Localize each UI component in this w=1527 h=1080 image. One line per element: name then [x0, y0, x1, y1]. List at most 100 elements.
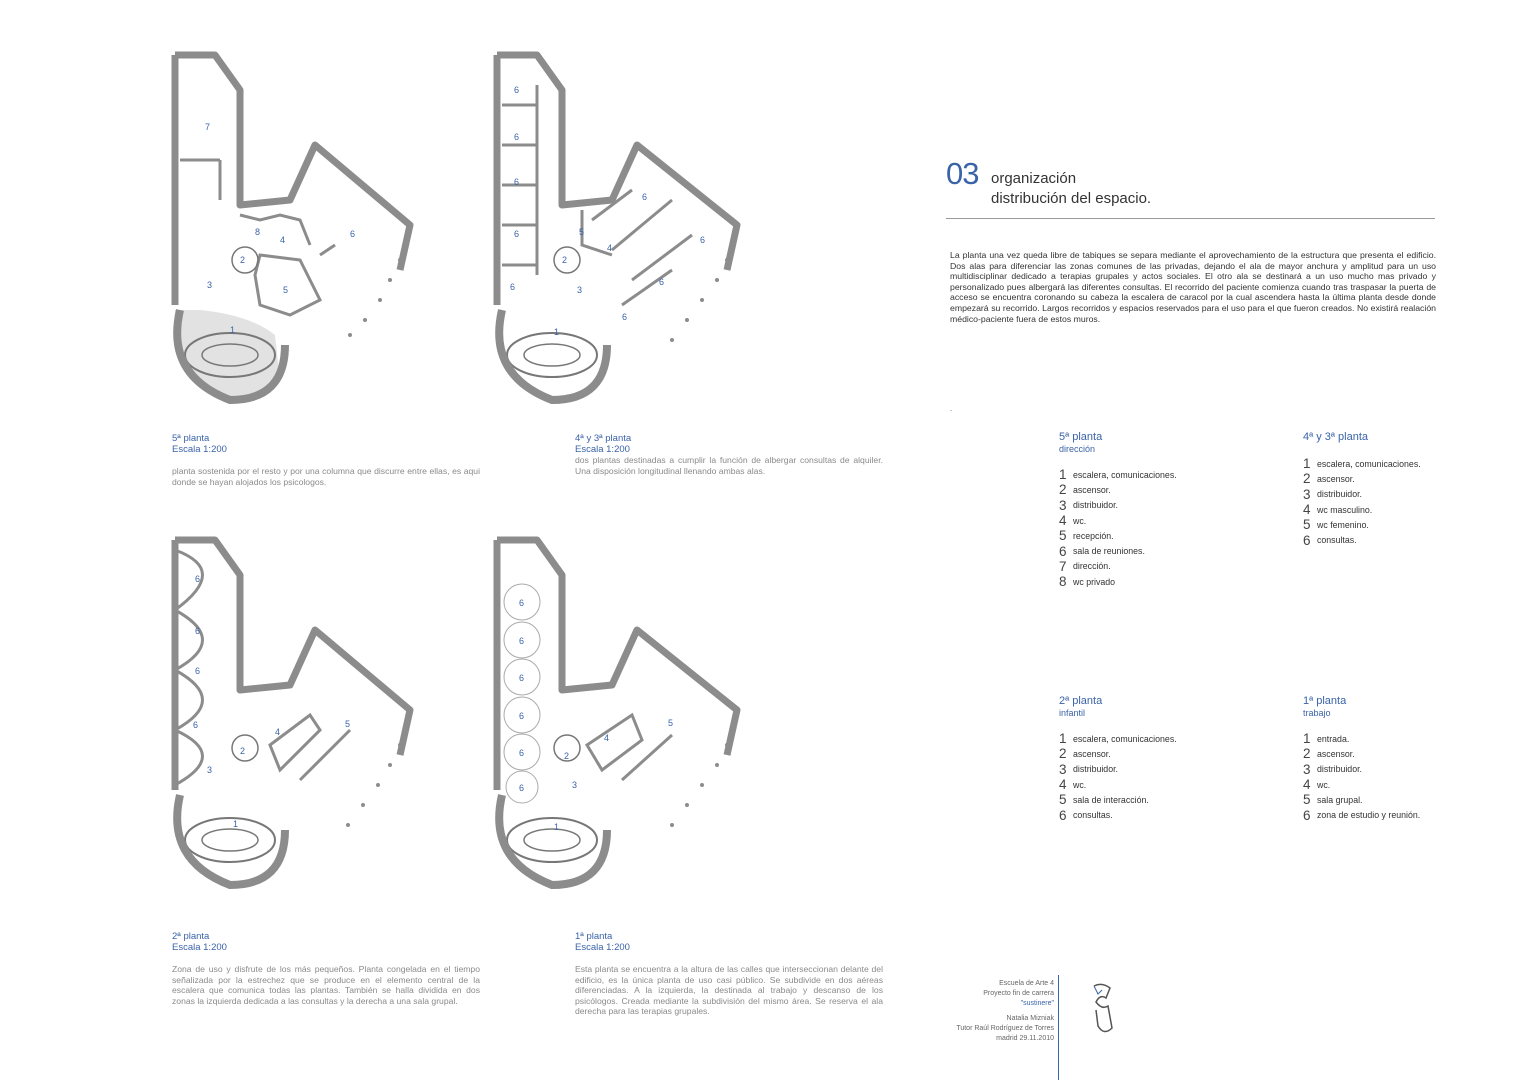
- svg-text:2: 2: [240, 255, 245, 265]
- svg-text:8: 8: [255, 227, 260, 237]
- plan-scale: Escala 1:200: [172, 942, 227, 953]
- credits-divider: [1058, 975, 1059, 1080]
- svg-text:6: 6: [700, 235, 705, 245]
- svg-text:1: 1: [230, 325, 235, 335]
- svg-text:2: 2: [564, 751, 569, 761]
- plan-title: 4ª y 3ª planta: [575, 433, 632, 444]
- legend-subtitle: dirección: [1059, 444, 1096, 454]
- plan-title: 1ª planta: [575, 931, 613, 942]
- floor-plan-1: 6 6 6 6 6 6 2 4 5 3 1: [493, 536, 741, 890]
- credits-school: Escuela de Arte 4: [999, 980, 1054, 987]
- legend-title: 2ª planta: [1059, 695, 1103, 707]
- plan-scale: Escala 1:200: [575, 444, 630, 455]
- svg-text:6: 6: [195, 626, 200, 636]
- svg-text:1: 1: [554, 822, 559, 832]
- plan-caption-4-3: 4ª y 3ª planta Escala 1:200: [575, 433, 631, 455]
- svg-text:4: 4: [275, 727, 280, 737]
- plan-description: planta sostenida por el resto y por una …: [172, 466, 480, 487]
- plan-caption-2: 2ª planta Escala 1:200: [172, 931, 227, 953]
- intro-paragraph: La planta una vez queda libre de tabique…: [950, 250, 1436, 324]
- floor-plan-2: 6 6 6 6 2 4 5 3 1: [171, 536, 414, 890]
- svg-text:3: 3: [572, 780, 577, 790]
- svg-text:6: 6: [195, 666, 200, 676]
- svg-text:6: 6: [622, 312, 627, 322]
- svg-text:6: 6: [510, 282, 515, 292]
- svg-text:6: 6: [659, 277, 664, 287]
- svg-text:3: 3: [577, 285, 582, 295]
- section-subtitle: distribución del espacio.: [991, 190, 1152, 207]
- svg-text:5: 5: [579, 227, 584, 237]
- plan-caption-1: 1ª planta Escala 1:200: [575, 931, 630, 953]
- svg-text:6: 6: [642, 192, 647, 202]
- svg-text:5: 5: [345, 719, 350, 729]
- legend-title: 4ª y 3ª planta: [1303, 431, 1369, 443]
- plan-description: Zona de uso y disfrute de los más pequeñ…: [172, 964, 480, 1006]
- svg-text:6: 6: [519, 636, 524, 646]
- legend-title: 1ª planta: [1303, 695, 1347, 707]
- credits-block: Escuela de Arte 4 Proyecto fin de carrer…: [940, 979, 1054, 1044]
- svg-text:4: 4: [607, 243, 612, 253]
- svg-text:6: 6: [514, 85, 519, 95]
- svg-text:6: 6: [519, 748, 524, 758]
- svg-text:2: 2: [562, 255, 567, 265]
- svg-text:4: 4: [604, 733, 609, 743]
- svg-text:1: 1: [554, 327, 559, 337]
- credits-project: Proyecto fin de carrera: [983, 989, 1054, 997]
- svg-text:6: 6: [514, 177, 519, 187]
- svg-text:1: 1: [233, 819, 238, 829]
- plan-scale: Escala 1:200: [575, 942, 630, 953]
- svg-text:6: 6: [519, 598, 524, 608]
- svg-text:6: 6: [350, 229, 355, 239]
- legend-title: 5ª planta: [1059, 431, 1103, 443]
- svg-text:3: 3: [207, 280, 212, 290]
- svg-text:3: 3: [207, 765, 212, 775]
- svg-text:6: 6: [193, 720, 198, 730]
- legend-subtitle: infantil: [1059, 708, 1086, 718]
- legend-subtitle: trabajo: [1303, 708, 1331, 718]
- plan-description: Esta planta se encuentra a la altura de …: [575, 964, 883, 1016]
- plan-title: 5ª planta: [172, 433, 210, 444]
- svg-text:7: 7: [205, 122, 210, 132]
- sustinere-logo-icon: [1093, 983, 1113, 1033]
- plan-description: dos plantas destinadas a cumplir la func…: [575, 455, 883, 476]
- svg-text:5: 5: [668, 718, 673, 728]
- section-divider: [946, 218, 1435, 219]
- svg-text:6: 6: [195, 574, 200, 584]
- svg-text:6: 6: [519, 673, 524, 683]
- svg-text:6: 6: [514, 229, 519, 239]
- credits-project-name: "sustinere": [1020, 999, 1054, 1007]
- credits-author: Natalia Mizniak: [1006, 1015, 1054, 1023]
- floor-plan-4-3: 6 6 6 6 5 2 4 6 6 6 3 6 6 1: [493, 51, 741, 405]
- svg-text:5: 5: [283, 285, 288, 295]
- svg-text:6: 6: [519, 783, 524, 793]
- credits-tutor: Tutor Raúl Rodríguez de Torres: [956, 1025, 1054, 1033]
- svg-text:4: 4: [280, 235, 285, 245]
